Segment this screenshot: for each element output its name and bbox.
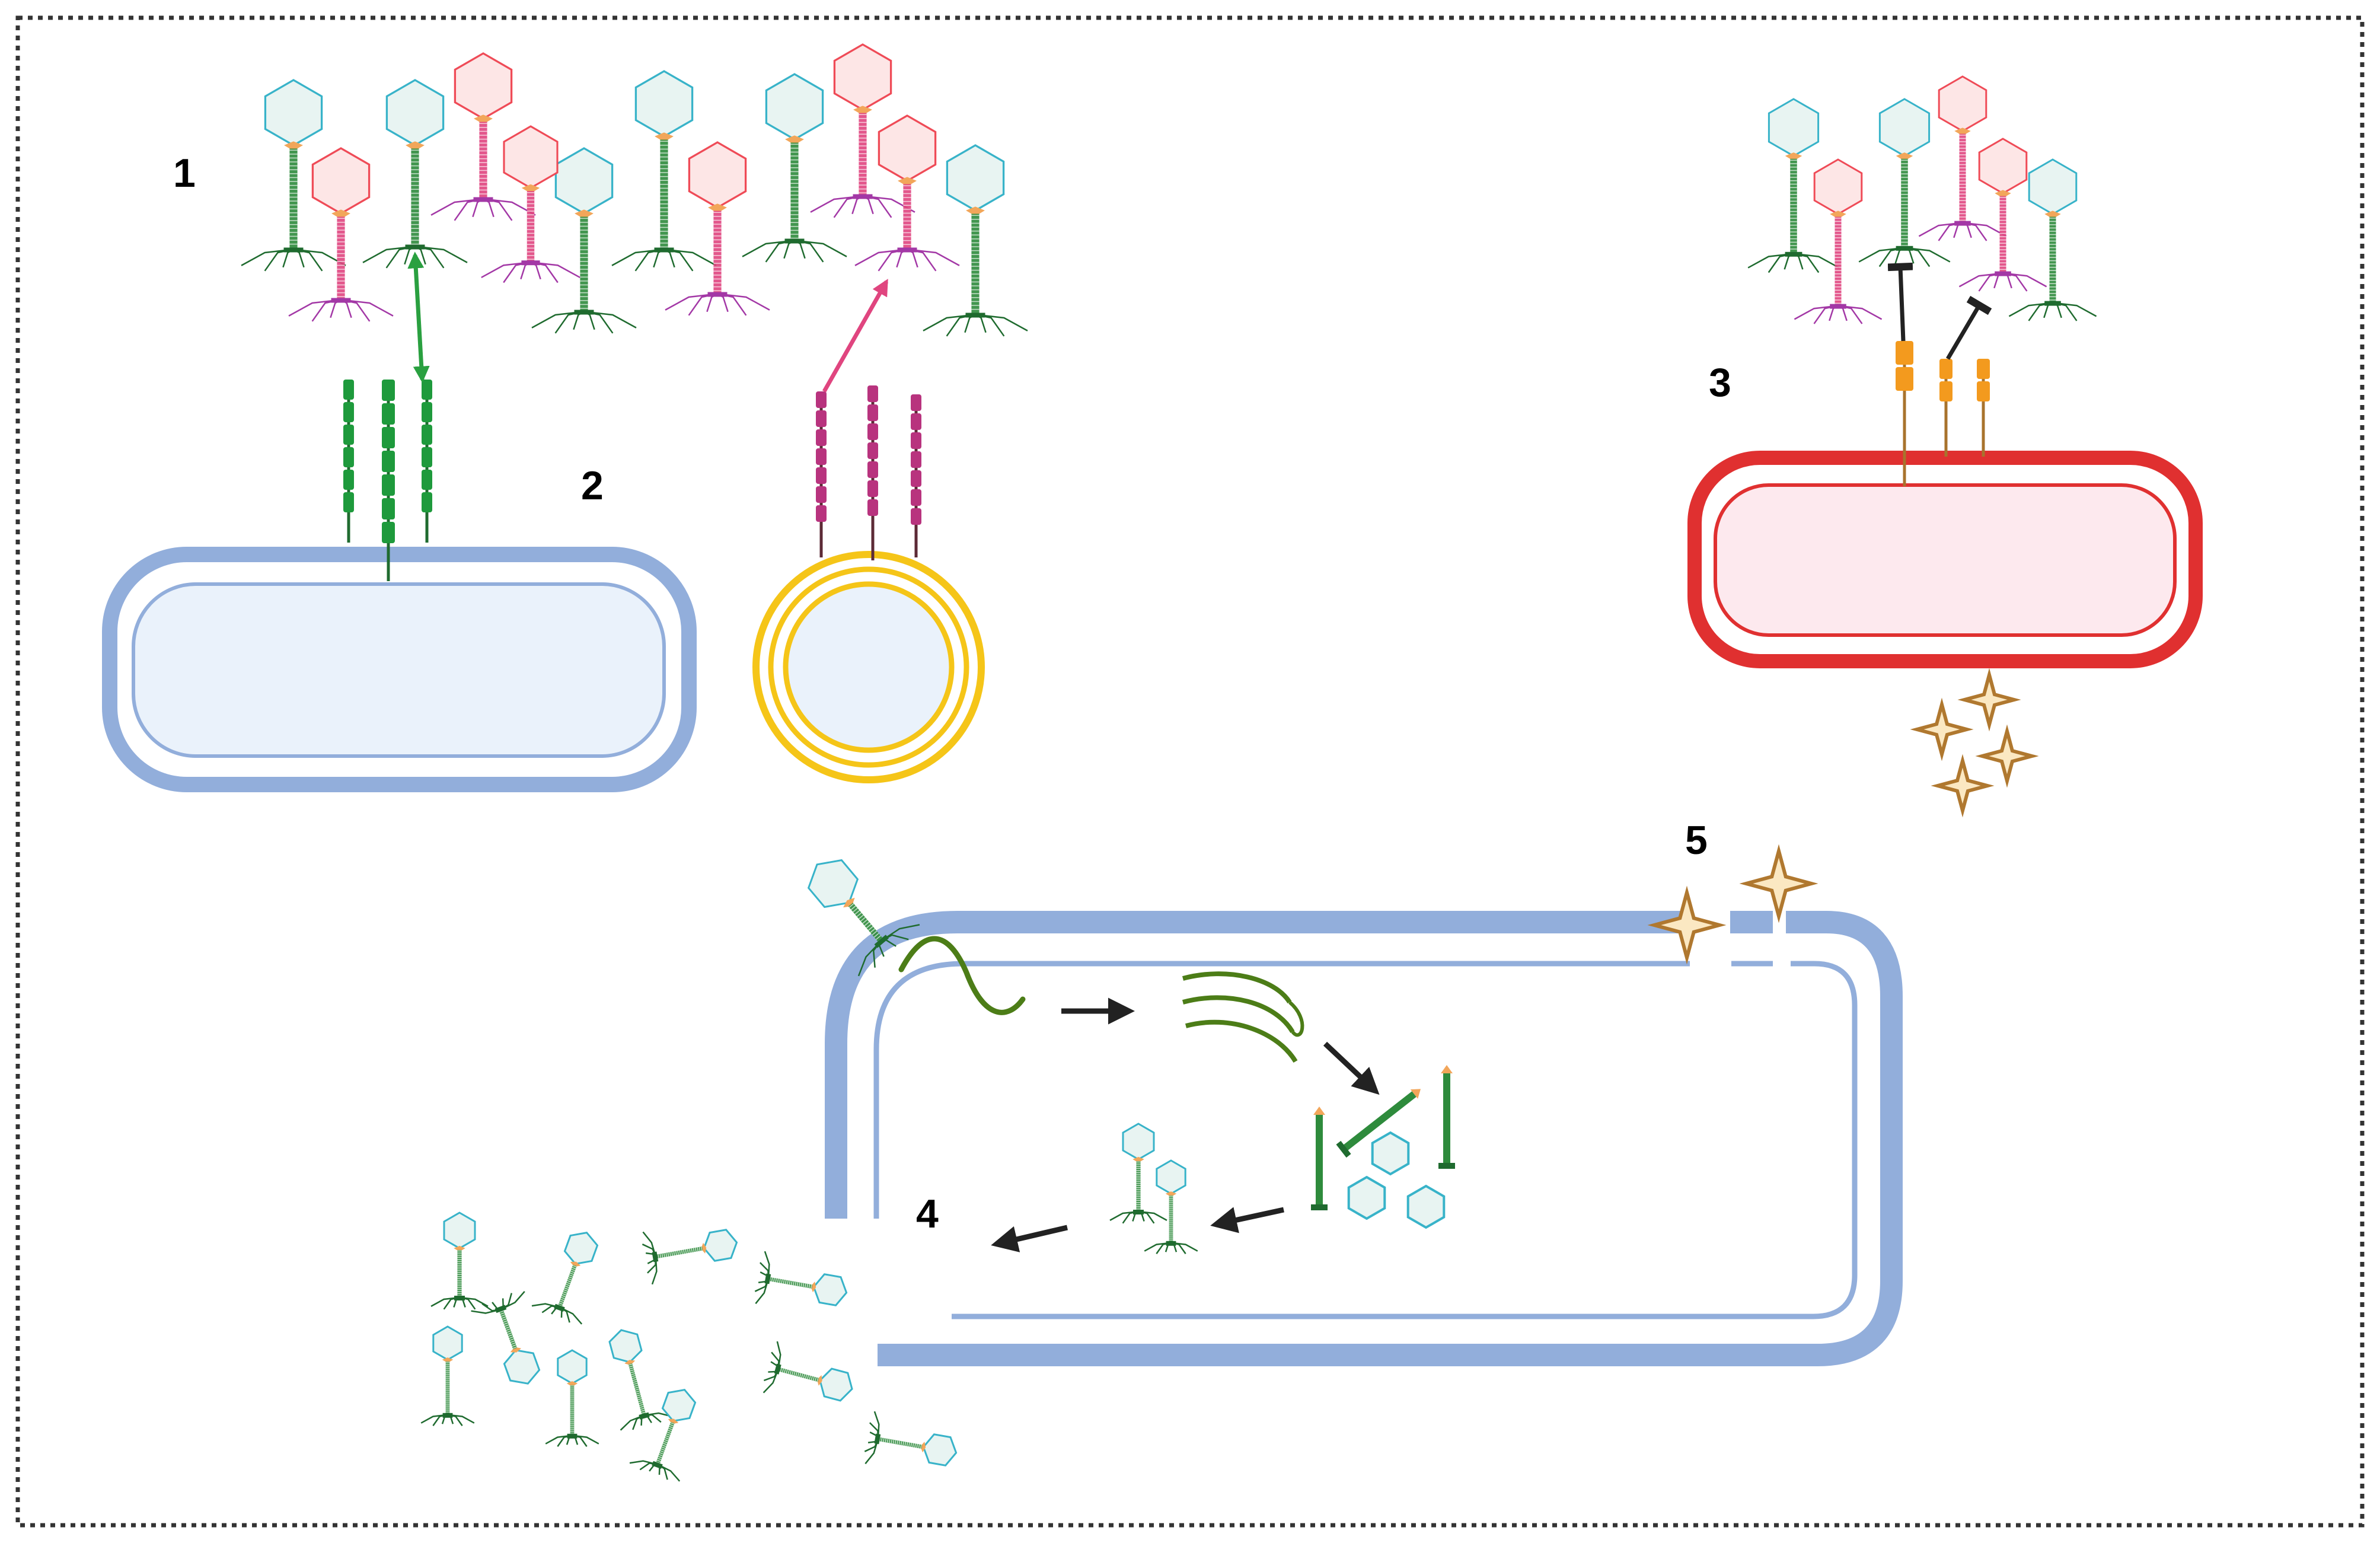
phage-capsid-icon: [1406, 1184, 1446, 1229]
bacterial-cell-icon: [825, 911, 1903, 1366]
membrane-pore: [1773, 907, 1786, 973]
phage-icon: [807, 859, 920, 977]
phage-swarm-panel-3: [1747, 75, 2097, 324]
lysin-star-icon: [1975, 724, 2039, 788]
step-label-4: 4: [916, 1191, 939, 1236]
phage-icon: [611, 70, 717, 272]
receptor-icon: [422, 380, 432, 543]
receptor-icon: [816, 391, 827, 557]
step-label-2: 2: [581, 463, 604, 508]
lysin-star-icon: [1957, 668, 2021, 732]
step-label-5: 5: [1685, 818, 1708, 863]
lysin-star-group: [1910, 668, 2039, 818]
receptor-icon: [1896, 341, 1913, 486]
phage-assembly-group: [1109, 1065, 1455, 1255]
phage-icon: [1109, 1123, 1167, 1224]
receptor-icon: [1977, 359, 1990, 457]
phage-dna-icon: [1182, 971, 1304, 1063]
receptor-icon: [911, 394, 921, 557]
bacterial-cell-icon: [752, 551, 985, 783]
phage-icon: [471, 1291, 541, 1385]
bacterial-cell-icon: [1687, 451, 2203, 668]
phage-tail-icon: [1311, 1107, 1328, 1210]
phage-icon: [1958, 138, 2047, 292]
phage-icon: [754, 1251, 848, 1306]
phage-icon: [420, 1325, 475, 1427]
arrow-icon: [1210, 1207, 1284, 1233]
phage-icon: [629, 1389, 697, 1482]
receptor-icon: [343, 380, 432, 581]
phage-icon: [608, 1329, 672, 1431]
phage-dna-icon: [898, 936, 1026, 1015]
phage-icon: [923, 144, 1028, 337]
phage-icon: [742, 73, 847, 263]
inhibition-icon: [1887, 262, 1913, 342]
phage-icon: [531, 1232, 599, 1325]
phage-icon: [1858, 98, 1951, 267]
phage-icon: [430, 52, 536, 221]
receptor-icon: [382, 380, 395, 581]
phage-icon: [1794, 158, 1883, 324]
lysin-star-icon: [1910, 697, 1974, 761]
phage-swarm-panel-1: [241, 43, 1028, 337]
phage-icon: [642, 1229, 738, 1285]
phage-capsid-icon: [1371, 1131, 1410, 1176]
phage-icon: [430, 1212, 489, 1310]
arrow-icon: [822, 279, 889, 393]
lysin-star-group: [1647, 844, 1819, 965]
phage-icon: [2008, 158, 2097, 321]
lysin-star-icon: [1647, 885, 1727, 965]
receptor-icon: [1939, 359, 1953, 457]
lysin-star-icon: [1931, 754, 1995, 818]
arrow-icon: [1323, 1041, 1380, 1095]
bacterial-cell-icon: [102, 547, 697, 792]
phage-tail-icon: [1336, 1089, 1421, 1158]
phage-icon: [807, 859, 920, 977]
phage-icon: [288, 147, 394, 322]
phage-icon: [481, 125, 580, 283]
step-label-1: 1: [173, 151, 196, 196]
inhibition-icon: [1945, 295, 1992, 360]
receptor-icon: [816, 385, 921, 560]
receptor-icon: [1896, 341, 1990, 486]
phage-icon: [531, 147, 637, 334]
phage-icon: [665, 141, 770, 316]
figure-frame: [15, 15, 2365, 1528]
phage-tail-icon: [1438, 1065, 1455, 1169]
phage-icon: [241, 79, 346, 272]
receptor-icon: [867, 385, 878, 560]
receptor-icon: [343, 380, 354, 543]
phage-icon: [362, 79, 468, 269]
phage-icon: [864, 1411, 958, 1467]
released-phage-group: [420, 1212, 958, 1482]
phage-icon: [854, 114, 960, 272]
phage-icon: [1144, 1159, 1198, 1255]
arrow-icon: [407, 251, 430, 383]
phage-icon: [810, 43, 915, 218]
phage-icon: [1747, 98, 1840, 273]
phage-icon: [1918, 75, 2007, 241]
phage-icon: [545, 1349, 599, 1448]
arrow-icon: [991, 1225, 1068, 1252]
step-label-3: 3: [1709, 360, 1731, 405]
phage-capsid-icon: [1347, 1175, 1386, 1220]
lysin-star-icon: [1739, 844, 1819, 923]
phage-icon: [763, 1341, 853, 1402]
